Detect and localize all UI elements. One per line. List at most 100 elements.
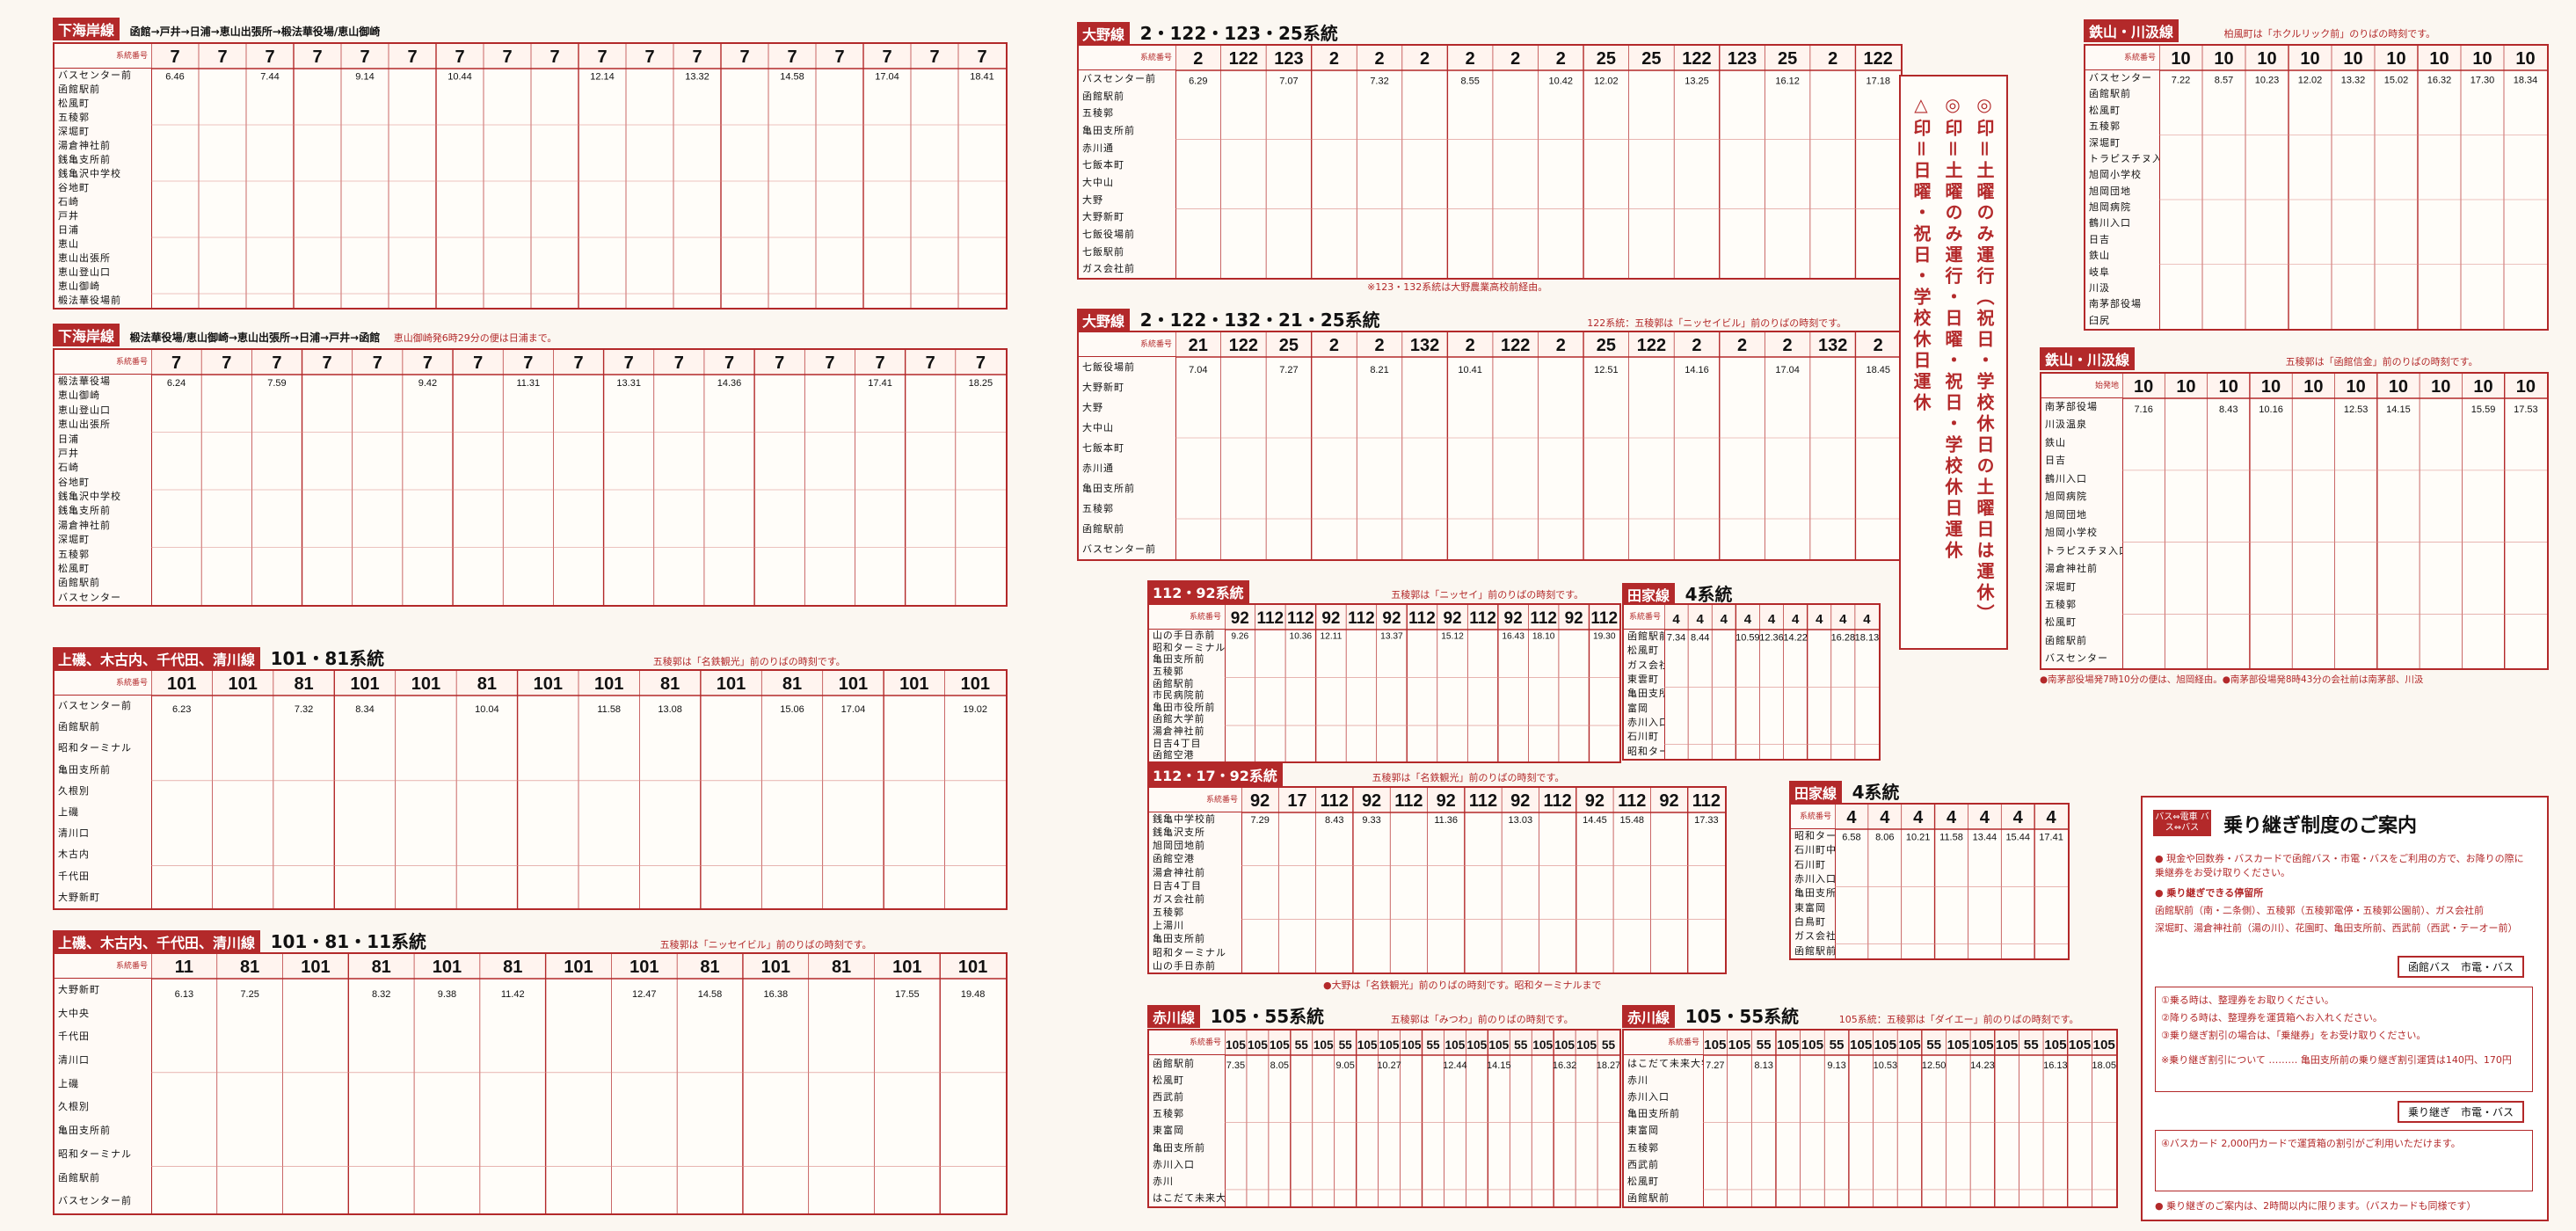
stop-name: 千代田 bbox=[58, 1031, 90, 1043]
departure-time: 13.32 bbox=[685, 71, 709, 82]
route-number: 105 bbox=[1488, 1038, 1509, 1052]
stop-name: バスセンター前 bbox=[1082, 73, 1156, 84]
line-name: 大野線 bbox=[1077, 309, 1131, 331]
departure-time: 10.42 bbox=[1549, 76, 1574, 86]
stop-header: 系統番号 bbox=[1624, 1031, 1703, 1055]
route-number: 7 bbox=[217, 47, 227, 67]
stop-name: 亀田支所前 bbox=[1627, 1108, 1680, 1120]
line-name: 鉄山・川汲線 bbox=[2084, 19, 2179, 42]
footnote: ●大野は「名鉄観光」前のりばの時刻です。昭和ターミナルまで bbox=[1323, 980, 1602, 991]
route-number: 112 bbox=[1408, 609, 1436, 628]
route-number: 7 bbox=[312, 47, 322, 67]
section-title: 大野線 2・122・123・25系統 bbox=[1077, 19, 1338, 45]
departure-time: 12.36 bbox=[1759, 633, 1784, 644]
section-tetsuzan-2: 鉄山・川汲線 五稜郭は「函館信金」前のりばの時刻です。 始発地南茅部役場川汲温泉… bbox=[2040, 347, 2550, 699]
departure-time: 13.03 bbox=[1509, 815, 1533, 826]
section-ono-2: 大野線 2・122・132・21・25系統 122系統：五稜郭は「ニッセイビル」… bbox=[1077, 306, 1903, 561]
departure-time: 16.12 bbox=[1775, 76, 1800, 86]
timetable: 系統番号銭亀中学校前銭亀沢支所旭岡団地前函館空港湯倉神社前日吉4丁目ガス会社前五… bbox=[1147, 786, 1727, 974]
departure-time: 6.58 bbox=[1842, 833, 1860, 843]
route-number: 105 bbox=[1874, 1038, 1897, 1053]
header-band bbox=[2159, 46, 2547, 70]
stop-name: 五稜郭 bbox=[1153, 665, 1184, 677]
route-number: 105 bbox=[1532, 1038, 1553, 1052]
stop-name: 松風町 bbox=[1627, 1175, 1659, 1187]
route-number: 4 bbox=[1697, 613, 1705, 627]
stop-name: バスセンター前 bbox=[58, 69, 132, 81]
departure-time: 11.42 bbox=[501, 989, 525, 1000]
departure-time: 17.04 bbox=[841, 704, 866, 715]
route-number: 2 bbox=[1193, 49, 1203, 69]
departure-time: 13.08 bbox=[658, 704, 682, 715]
route-number: 55 bbox=[1339, 1038, 1353, 1052]
route-number: 7 bbox=[523, 353, 533, 373]
section-tetsuzan-1: 鉄山・川汲線 柏風町は「ホクルリック前」のりばの時刻です。 系統番号バスセンター… bbox=[2084, 19, 2550, 336]
stop-name: 湯倉神社前 bbox=[2045, 563, 2098, 575]
route-number: 92 bbox=[1585, 791, 1605, 811]
timetable: 系統番号バスセンター函館駅前松風町五稜郭深堀町トラピスチヌ入口旭岡小学校旭岡団地… bbox=[2084, 44, 2549, 331]
route-number: 122 bbox=[1682, 49, 1711, 69]
transfer-title: 乗り継ぎ制度のご案内 bbox=[2223, 815, 2418, 837]
route-number: 7 bbox=[692, 47, 702, 67]
departure-time: 15.02 bbox=[2384, 75, 2409, 85]
stop-name: 松風町 bbox=[58, 562, 90, 574]
timetable: 系統番号大野新町大中央千代田清川口上磯久根別亀田支所前昭和ターミナル函館駅前バス… bbox=[53, 952, 1008, 1215]
stop-name: 函館駅前 bbox=[1082, 90, 1124, 102]
route-number: 105 bbox=[1850, 1038, 1873, 1053]
route-number: 2 bbox=[1329, 336, 1339, 355]
stop-name: 函館空港 bbox=[1153, 749, 1195, 761]
route-number: 10 bbox=[2386, 49, 2405, 69]
route-number: 122 bbox=[1501, 336, 1530, 355]
route-number: 105 bbox=[1971, 1038, 1994, 1053]
departure-time: 10.59 bbox=[1736, 633, 1760, 644]
stop-name: はこだて未来大学 bbox=[1153, 1191, 1226, 1204]
route-number: 105 bbox=[1996, 1038, 2019, 1053]
stop-name: 岐阜 bbox=[2089, 266, 2110, 278]
stop-name: 石崎 bbox=[58, 462, 79, 474]
route-number: 10 bbox=[2171, 49, 2190, 69]
departure-time: 9.14 bbox=[355, 71, 374, 82]
stop-name: 山の手日赤前 bbox=[1153, 630, 1216, 641]
route-number: 81 bbox=[294, 674, 313, 694]
route-number: 7 bbox=[674, 353, 684, 373]
stop-header: 系統番号 bbox=[2085, 46, 2159, 70]
route-number: 4 bbox=[1721, 613, 1728, 627]
stop-name: バスセンター前 bbox=[58, 1195, 132, 1207]
departure-time: 9.38 bbox=[438, 989, 456, 1000]
departure-time: 14.15 bbox=[2386, 404, 2411, 415]
stop-name: 函館駅前 bbox=[1153, 1058, 1195, 1069]
transfer-note: ※乗り継ぎ割引について ……… 亀田支所前の乗り継ぎ割引運賃は140円、170円 bbox=[2161, 1054, 2512, 1066]
stop-name: 亀田支所前 bbox=[1153, 933, 1205, 945]
route-number: 7 bbox=[502, 47, 512, 67]
stop-name: 湯倉神社前 bbox=[1153, 866, 1205, 878]
route-number: 101 bbox=[839, 674, 868, 694]
stop-name: 函館駅前 bbox=[58, 721, 100, 733]
route-number: 55 bbox=[1514, 1038, 1528, 1052]
section-note: 五稜郭は「名鉄観光」前のりばの時刻です。 bbox=[652, 656, 846, 667]
stop-name: 久根別 bbox=[58, 1101, 90, 1113]
stop-name: 深堀町 bbox=[58, 534, 90, 546]
route-number: 105 bbox=[1379, 1038, 1400, 1052]
route-number: 55 bbox=[1926, 1038, 1941, 1053]
route-number: 123 bbox=[1274, 49, 1303, 69]
stop-header: 系統番号 bbox=[1149, 788, 1241, 812]
route-number: 7 bbox=[407, 47, 417, 67]
header-band bbox=[151, 350, 1006, 375]
stop-name: 昭和ターミナル bbox=[58, 1147, 132, 1160]
timetable: 系統番号函館駅前松風町ガス会社前東雲町亀田支所前富岡赤川入口石川町昭和ターミナル… bbox=[1622, 603, 1881, 761]
stop-header: 系統番号 bbox=[1624, 605, 1664, 630]
stop-name: 鶴川入口 bbox=[2045, 472, 2087, 484]
route-number: 112 bbox=[1590, 609, 1618, 628]
departure-time: 8.32 bbox=[372, 989, 390, 1000]
stop-list: 系統番号大野新町大中央千代田清川口上磯久根別亀田支所前昭和ターミナル函館駅前バス… bbox=[55, 954, 152, 1213]
route-number: 4 bbox=[1816, 613, 1823, 627]
route-number: 4 bbox=[1672, 613, 1680, 627]
stop-name: 大中山 bbox=[1082, 422, 1114, 433]
stop-name: 西武前 bbox=[1153, 1091, 1184, 1104]
stop-name: 赤川通 bbox=[1082, 463, 1114, 474]
